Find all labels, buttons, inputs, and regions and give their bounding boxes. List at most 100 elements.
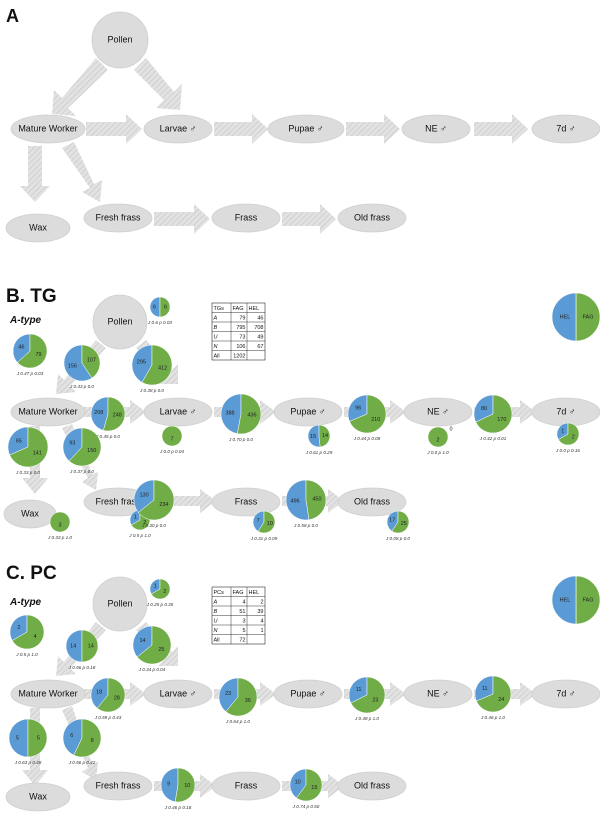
pc-pie-hel-value: 9 [167,782,170,788]
tg-pie-hel-value: 15 [310,434,316,440]
pc-pie-fag-slice [296,768,323,802]
b-label-7d: 7d ♂ [556,406,575,416]
tg-pie-fag-value: 150 [87,448,96,454]
tg-pie-hel-value: 7 [257,518,260,524]
b-node-larvae [143,397,213,427]
pc-pie-hel-slice [218,677,239,712]
pc-pie-fag-value: 8 [91,738,94,744]
pc-pie-fag-value: 2 [163,589,166,595]
tg-pie-hel-slice [133,479,155,513]
tg-pie-fag-value: 141 [33,450,42,456]
tg-legend-fag: FAG [582,314,593,320]
pc-pie-fag-value: 25 [158,647,164,653]
a-label-7d: 7d ♂ [556,123,575,133]
c-node-ne [403,679,473,709]
pc-pie-fag-slice [136,625,172,665]
tg-pie-hel-value: 46 [18,345,24,351]
a-node-larvae [143,114,213,144]
b-label-fresh-frass: Fresh frass [95,496,141,506]
c-label-old-frass: Old frass [354,780,391,790]
pc-pie-hel-slice [8,718,29,758]
tg-pie-hel-slice [220,393,242,434]
pc-pie-stat: J 0.25 p 0.35 [146,602,174,607]
pc-pie-hel-slice [62,718,83,756]
a-label-fresh-frass: Fresh frass [95,212,141,222]
b-label-frass: Frass [235,496,258,506]
tg-pie-fag-value: 450 [312,497,321,503]
tg-pie-hel-value: 65 [16,438,22,444]
pc-pie: 14 25 J 0.34 p 0.04 [132,625,172,672]
tg-pie-fag-slice [475,394,513,434]
pc-pie-fag-value: 10 [184,783,190,789]
a-node-wax [5,213,71,243]
tg-pie-hel-slice [12,333,31,363]
tg-table-cell: U [214,334,218,340]
tg-pie-fag-slice [349,394,387,434]
pc-pie-hel-value: 14 [139,638,145,644]
tg-pie-fag-value: 79 [35,352,41,358]
pc-pie-fag-slice [174,767,196,803]
tg-table-header: FAG [233,306,244,312]
tg-pie-hel-value: 96 [355,406,361,412]
tg-pie-fag-value: 2 [572,434,575,440]
tg-pie-hel-slice [386,510,399,532]
pc-pie-hel-value: 11 [356,687,362,693]
c-node-fresh-frass [83,771,153,801]
pc-pie-hel-slice [289,768,307,799]
pc-pie-fag-slice [81,629,99,663]
tg-pie-fag-slice [237,393,262,435]
b-node-pupae [273,397,343,427]
pc-table-cell: 2 [260,599,263,605]
pc-legend-hel: HEL [560,597,571,603]
tg-pie-hel-value: 1 [561,428,564,434]
tg-pie-fag-value: 14 [322,433,328,439]
tg-pie-fag-slice [427,426,449,448]
b-label-pollen: Pollen [107,316,132,326]
pc-pie-stat: J 0.34 p 0.04 [138,667,166,672]
pc-pie-stat: J 0.46 p 0.18 [164,805,192,810]
pc-pie-hel-value: 2 [17,625,20,631]
a-node-pollen [91,11,149,69]
pc-pie: 9 10 J 0.46 p 0.18 [160,767,196,810]
tg-pie-hel-value: 156 [68,363,77,369]
tg-table-cell: 49 [257,334,263,340]
pc-pie-fag-value: 5 [37,735,40,741]
panel-b-label: B. TG [6,286,57,307]
tg-pie-fag-value: 2 [436,437,439,443]
panel-c-atype: A-type [9,597,42,608]
c-label-wax: Wax [29,791,47,801]
pc-table-cell: 4 [260,618,263,624]
tg-pie-stat: J 0.38 p 0.0 [139,388,164,393]
tg-pie-hel-zero: 0 [449,426,452,432]
tg-pie-hel-slice [62,427,83,462]
tg-pie-fag-value: 2 [143,520,146,526]
tg-pie-fag-value: 210 [371,417,380,423]
tg-pie-fag-value: 234 [159,502,168,508]
tg-pie: 3J 0.33 p 1.0 [47,511,72,540]
pc-pie-hel-slice [348,676,368,704]
tg-pie-stat: J 0.45 p 0.0 [95,434,120,439]
tg-pie-hel-slice [7,426,29,456]
b-node-mature-worker [10,397,86,427]
pc-pie-fag-value: 28 [114,696,120,702]
c-label-pollen: Pollen [107,598,132,608]
b-label-pupae: Pupae ♂ [290,406,325,416]
pc-pie-hel-slice [160,767,179,803]
a-label-ne: NE ♂ [425,123,447,133]
tg-pie: 20J 0.0 p 1.0 [426,426,452,455]
tg-pie-fag-value: 7 [170,436,173,442]
tg-pie-fag-slice [318,424,331,448]
c-label-fresh-frass: Fresh frass [95,780,141,790]
tg-pie-fag-slice [138,479,175,521]
tg-pie-hel-value: 80 [481,406,487,412]
